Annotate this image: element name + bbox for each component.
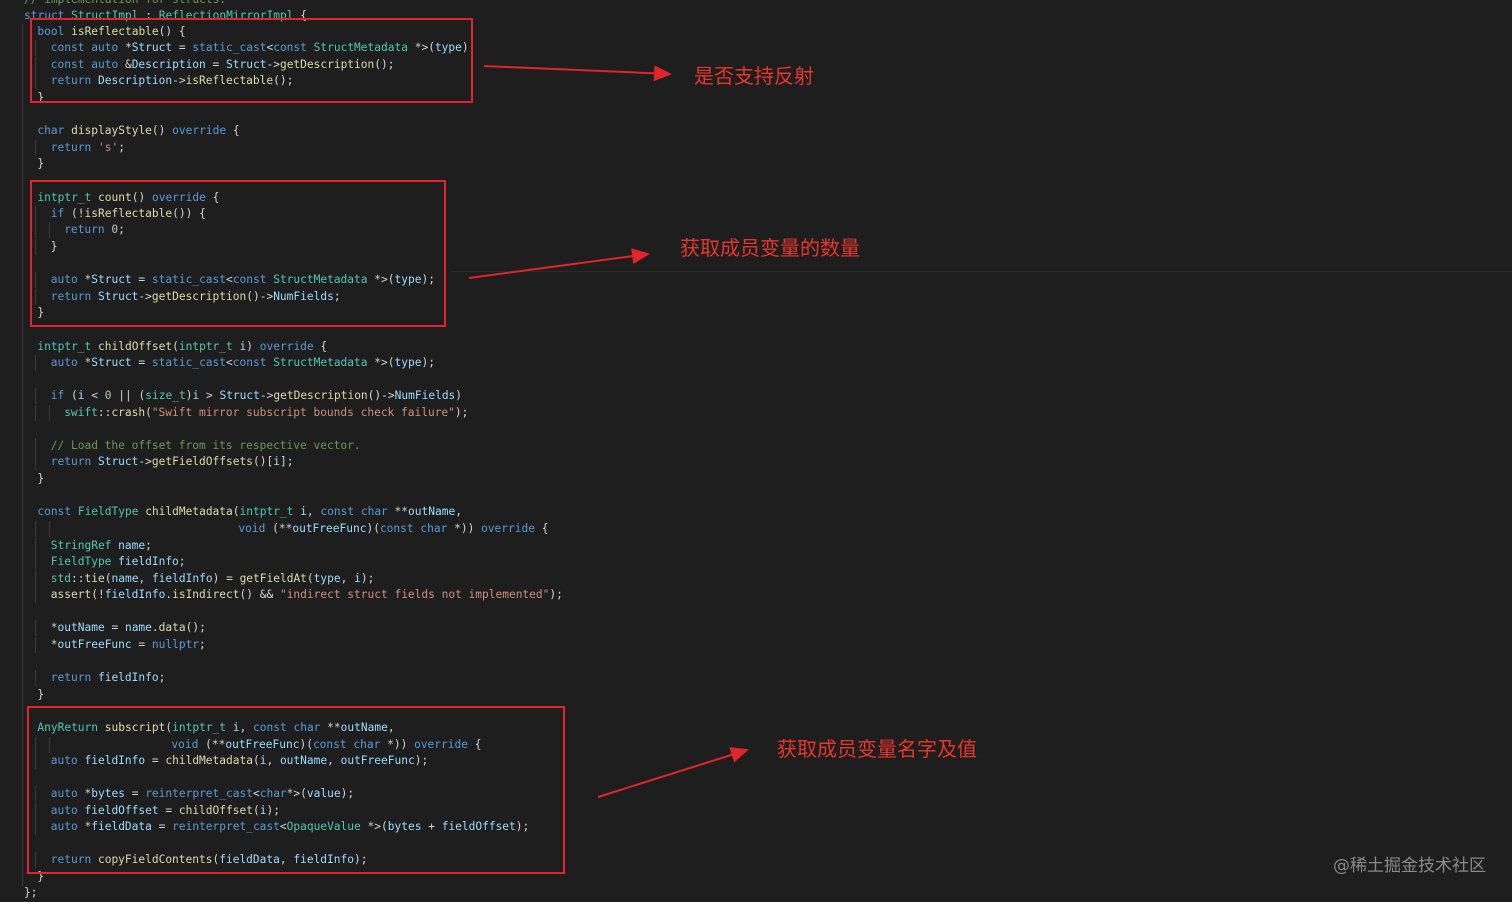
indent-guide bbox=[35, 454, 37, 470]
highlight-box-count bbox=[30, 180, 446, 327]
code-line: assert(!fieldInfo.isIndirect() && "indir… bbox=[50, 588, 563, 601]
code-line: if (!isReflectable()) { bbox=[50, 207, 206, 220]
code-line: const auto &Description = Struct->getDes… bbox=[50, 58, 395, 71]
code-line: char displayStyle() override { bbox=[37, 124, 240, 137]
arrow-count bbox=[468, 248, 650, 279]
code-line: } bbox=[37, 157, 45, 170]
indent-guide bbox=[35, 388, 37, 404]
code-line: auto *fieldData = reinterpret_cast<Opaqu… bbox=[50, 820, 530, 833]
indent-guide bbox=[35, 852, 37, 868]
code-line: const auto *Struct = static_cast<const S… bbox=[50, 41, 476, 54]
code-line: } bbox=[37, 306, 45, 319]
indent-guide bbox=[35, 40, 37, 56]
code-line: const FieldType childMetadata(intptr_t i… bbox=[37, 505, 462, 518]
code-line: intptr_t childOffset(intptr_t i) overrid… bbox=[37, 340, 328, 353]
code-line: return Description->isReflectable(); bbox=[50, 74, 294, 87]
indent-guide bbox=[35, 289, 37, 305]
indent-guide bbox=[48, 521, 50, 537]
code-line: return 's'; bbox=[50, 141, 125, 154]
code-line: if (i < 0 || (size_t)i > Struct->getDesc… bbox=[50, 389, 463, 402]
code-line: } bbox=[50, 240, 58, 253]
code-line: void (**outFreeFunc)(const char *)) over… bbox=[171, 738, 482, 751]
code-line: return Struct->getFieldOffsets()[i]; bbox=[50, 455, 294, 468]
code-line: } bbox=[37, 91, 45, 104]
code-line: return Struct->getDescription()->NumFiel… bbox=[50, 290, 341, 303]
code-line: return copyFieldContents(fieldData, fiel… bbox=[50, 853, 368, 866]
code-line: } bbox=[37, 870, 45, 883]
code-line: bool isReflectable() { bbox=[37, 25, 186, 38]
code-line: *outFreeFunc = nullptr; bbox=[50, 638, 206, 651]
code-line: // implementation for structs. bbox=[24, 0, 226, 8]
indent-guide bbox=[35, 272, 37, 288]
indent-guide bbox=[35, 587, 37, 603]
code-line: auto fieldOffset = childOffset(i); bbox=[50, 804, 280, 817]
indent-guide bbox=[35, 239, 37, 255]
arrow-is-reflectable bbox=[483, 65, 672, 82]
indent-guide bbox=[35, 222, 37, 238]
code-line: std::tie(name, fieldInfo) = getFieldAt(t… bbox=[50, 572, 375, 585]
highlight-box-is-reflectable bbox=[30, 18, 473, 103]
indent-guide bbox=[35, 538, 37, 554]
indent-guide bbox=[35, 620, 37, 636]
indent-guide bbox=[35, 73, 37, 89]
arrow-subscript bbox=[597, 747, 749, 798]
watermark: @稀土掘金技术社区 bbox=[1333, 856, 1486, 876]
indent-guide bbox=[35, 786, 37, 802]
highlight-box-subscript bbox=[27, 706, 565, 874]
code-line: intptr_t count() override { bbox=[37, 191, 220, 204]
indent-guide bbox=[48, 405, 50, 421]
annotation-label-is-reflectable: 是否支持反射 bbox=[694, 64, 814, 88]
indent-guide bbox=[35, 670, 37, 686]
code-line: return fieldInfo; bbox=[50, 671, 166, 684]
code-line: FieldType fieldInfo; bbox=[50, 555, 186, 568]
indent-guide bbox=[35, 521, 37, 537]
annotation-label-subscript: 获取成员变量名字及值 bbox=[777, 737, 977, 761]
indent-guide bbox=[48, 737, 50, 753]
indent-guide bbox=[35, 571, 37, 587]
code-line: AnyReturn subscript(intptr_t i, const ch… bbox=[37, 721, 395, 734]
code-line: auto *Struct = static_cast<const StructM… bbox=[50, 356, 435, 369]
indent-guide bbox=[35, 438, 37, 454]
indent-guide bbox=[35, 737, 37, 753]
indent-guide bbox=[35, 57, 37, 73]
code-line: *outName = name.data(); bbox=[50, 621, 206, 634]
indent-guide bbox=[35, 803, 37, 819]
annotation-label-count: 获取成员变量的数量 bbox=[680, 236, 860, 260]
code-line: } bbox=[37, 688, 45, 701]
indent-guide bbox=[35, 554, 37, 570]
code-line: StringRef name; bbox=[50, 539, 152, 552]
editor-current-line-highlight bbox=[450, 271, 1512, 272]
indent-guide bbox=[35, 140, 37, 156]
code-line: auto *bytes = reinterpret_cast<char*>(va… bbox=[50, 787, 355, 800]
code-line: return 0; bbox=[64, 223, 125, 236]
indent-guide bbox=[35, 637, 37, 653]
indent-guide bbox=[35, 819, 37, 835]
code-line: swift::crash("Swift mirror subscript bou… bbox=[64, 406, 469, 419]
code-line: // Load the offset from its respective v… bbox=[50, 439, 361, 452]
indent-guide bbox=[35, 405, 37, 421]
code-line: auto fieldInfo = childMetadata(i, outNam… bbox=[50, 754, 429, 767]
code-line: } bbox=[37, 472, 45, 485]
indent-guide bbox=[48, 222, 50, 238]
code-line: auto *Struct = static_cast<const StructM… bbox=[50, 273, 435, 286]
indent-guide bbox=[35, 753, 37, 769]
indent-guide bbox=[22, 24, 23, 886]
indent-guide bbox=[35, 206, 37, 222]
code-line: void (**outFreeFunc)(const char *)) over… bbox=[238, 522, 549, 535]
indent-guide bbox=[35, 355, 37, 371]
code-line: }; bbox=[24, 886, 38, 899]
